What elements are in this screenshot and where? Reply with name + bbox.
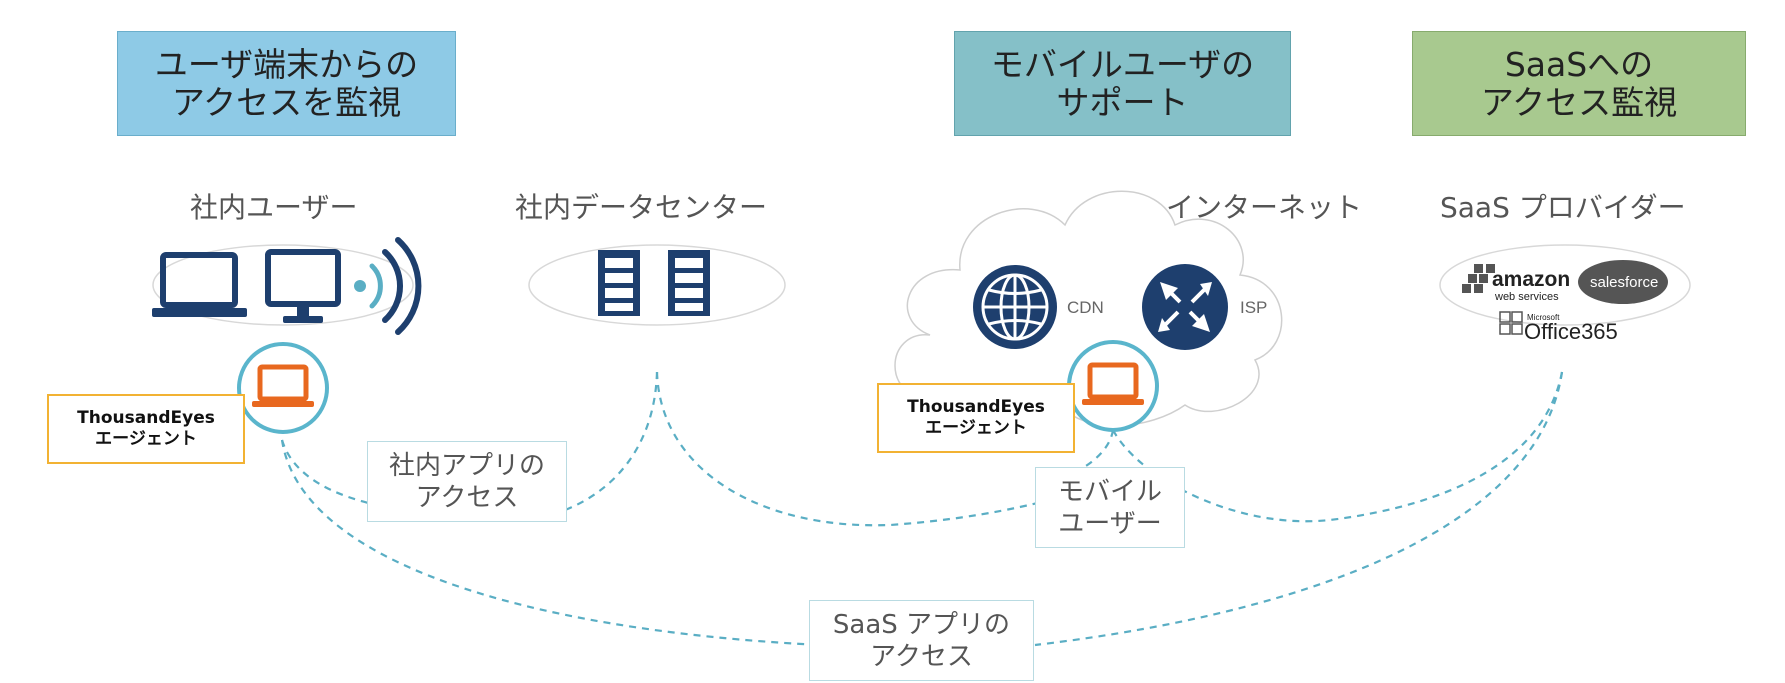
conn-line-agent-to-saas-app <box>280 439 821 647</box>
header-mobile-support: モバイルユーザの サポート <box>954 31 1291 136</box>
aws-logo-icon <box>1462 264 1495 293</box>
conn-label-internal-app: 社内アプリの アクセス <box>367 441 567 522</box>
conn-label-mobile-user: モバイル ユーザー <box>1035 467 1185 548</box>
globe-icon <box>973 265 1057 349</box>
monitor-icon <box>265 249 341 323</box>
laptop-icon <box>152 252 247 317</box>
salesforce-logo-icon <box>1578 260 1668 304</box>
label-saas-provider: SaaS プロバイダー <box>1440 191 1686 224</box>
label-isp: ISP <box>1240 298 1268 317</box>
microsoft-logo-icon <box>1499 311 1523 335</box>
label-datacenter: 社内データセンター <box>515 191 768 224</box>
conn-line-datacenter-to-internal-app <box>559 371 659 514</box>
microsoft-logo-text: Microsoft <box>1527 313 1560 322</box>
conn-label-saas-app: SaaS アプリの アクセス <box>809 600 1034 681</box>
agent-label-left: ThousandEyes エージェント <box>47 394 245 464</box>
agent-laptop-icon <box>237 342 329 434</box>
server-icon <box>668 250 710 316</box>
label-internal-users: 社内ユーザー <box>190 191 358 224</box>
wireless-icon <box>354 237 422 335</box>
header-user-monitoring: ユーザ端末からの アクセスを監視 <box>117 31 456 136</box>
agent-laptop-icon <box>1067 340 1159 432</box>
server-icon <box>598 250 640 316</box>
label-cdn: CDN <box>1067 298 1104 317</box>
conn-line-datacenter-to-mobile <box>655 371 1051 527</box>
label-internet: インターネット <box>1166 191 1363 224</box>
conn-line-saas-to-saas-app <box>1034 371 1564 647</box>
agent-label-right: ThousandEyes エージェント <box>877 383 1075 453</box>
amazon-sub-text: web services <box>1495 291 1559 303</box>
header-saas-monitoring: SaaSへの アクセス監視 <box>1412 31 1746 136</box>
amazon-logo-text: amazon <box>1492 268 1571 291</box>
conn-line-agent2-to-mobile <box>1074 429 1115 473</box>
salesforce-logo-text: salesforce <box>1590 274 1659 291</box>
datacenter-platform <box>528 244 786 326</box>
router-icon <box>1142 264 1228 350</box>
office365-logo-text: Office365 <box>1524 319 1618 344</box>
